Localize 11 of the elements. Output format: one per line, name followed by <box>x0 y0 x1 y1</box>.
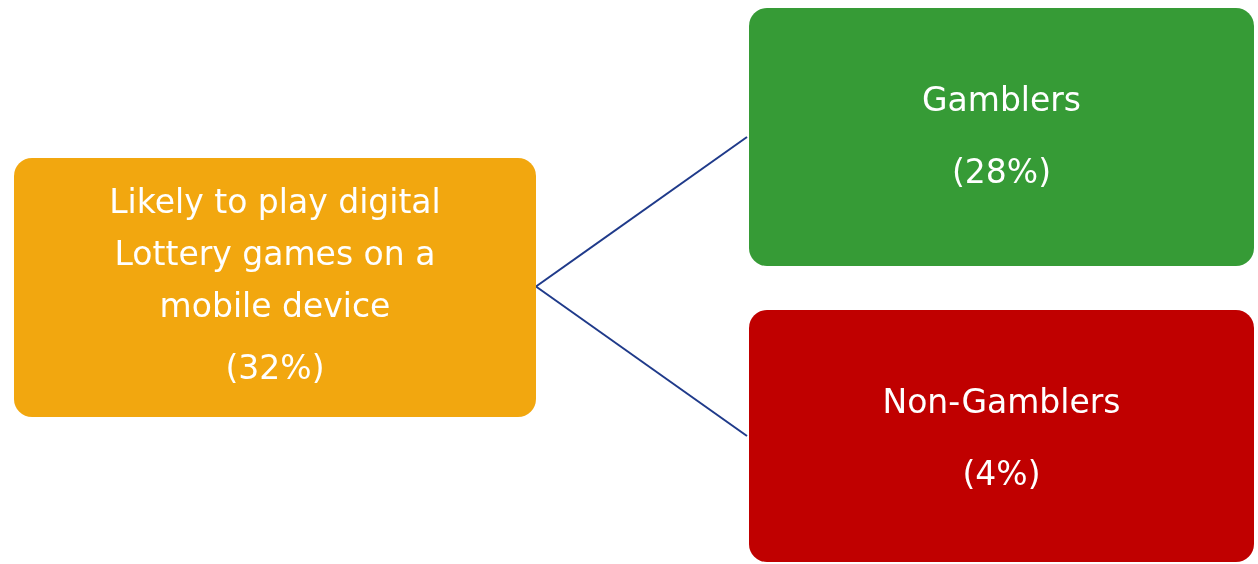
process-box <box>14 158 536 417</box>
connector-line <box>535 136 748 288</box>
box-text: Non-Gamblers <box>881 381 1122 423</box>
process-box <box>749 8 1254 266</box>
box-text: (4%) <box>961 453 1042 495</box>
box-text: (32%) <box>224 347 326 389</box>
box-text: (28%) <box>950 151 1053 193</box>
box-text: Gamblers <box>920 79 1083 121</box>
connector-line <box>535 285 748 437</box>
process-box <box>749 310 1254 562</box>
box-text: Likely to play digital Lottery games on a mobile device <box>108 181 442 327</box>
